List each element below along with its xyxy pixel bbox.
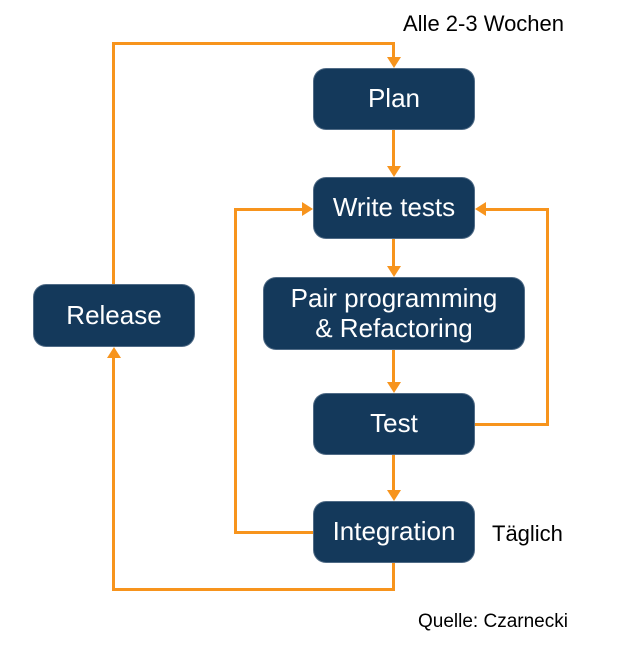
arrowhead-down-icon <box>387 266 401 277</box>
arrow-segment <box>392 42 395 59</box>
arrowhead-down-icon <box>387 57 401 68</box>
arrow-segment <box>112 588 395 591</box>
arrowhead-down-icon <box>387 490 401 501</box>
node-test-label: Test <box>370 408 418 439</box>
arrow-segment <box>392 455 395 491</box>
arrow-segment <box>112 42 395 45</box>
arrow-segment <box>112 358 115 591</box>
arrow-segment <box>392 350 395 383</box>
arrowhead-left-icon <box>475 202 486 216</box>
node-integration-label: Integration <box>332 516 456 547</box>
node-write-tests: Write tests <box>313 177 475 239</box>
arrow-segment <box>392 563 395 590</box>
node-plan-label: Plan <box>367 83 421 114</box>
arrowhead-right-icon <box>302 202 313 216</box>
node-write-tests-label: Write tests <box>332 192 456 223</box>
node-release: Release <box>33 284 195 347</box>
cycle-annotation: Alle 2-3 Wochen <box>403 11 565 36</box>
arrowhead-down-icon <box>387 382 401 393</box>
node-plan: Plan <box>313 68 475 130</box>
arrow-segment <box>486 208 549 211</box>
arrow-segment <box>234 208 237 534</box>
arrow-segment <box>234 208 303 211</box>
arrow-segment <box>392 130 395 167</box>
arrow-segment <box>546 208 549 426</box>
node-pair-programming: Pair programming & Refactoring <box>263 277 525 350</box>
node-pair-label-line1: Pair programming <box>290 282 498 313</box>
node-release-label: Release <box>66 299 162 330</box>
arrow-segment <box>475 423 549 426</box>
node-pair-label-line2: & Refactoring <box>315 312 473 343</box>
arrow-segment <box>112 42 115 284</box>
arrow-segment <box>234 531 313 534</box>
source-annotation: Quelle: Czarnecki <box>418 611 568 632</box>
daily-annotation: Täglich <box>492 521 563 546</box>
node-integration: Integration <box>313 501 475 563</box>
arrowhead-down-icon <box>387 166 401 177</box>
node-test: Test <box>313 393 475 455</box>
arrow-segment <box>392 239 395 267</box>
arrowhead-up-icon <box>107 347 121 358</box>
